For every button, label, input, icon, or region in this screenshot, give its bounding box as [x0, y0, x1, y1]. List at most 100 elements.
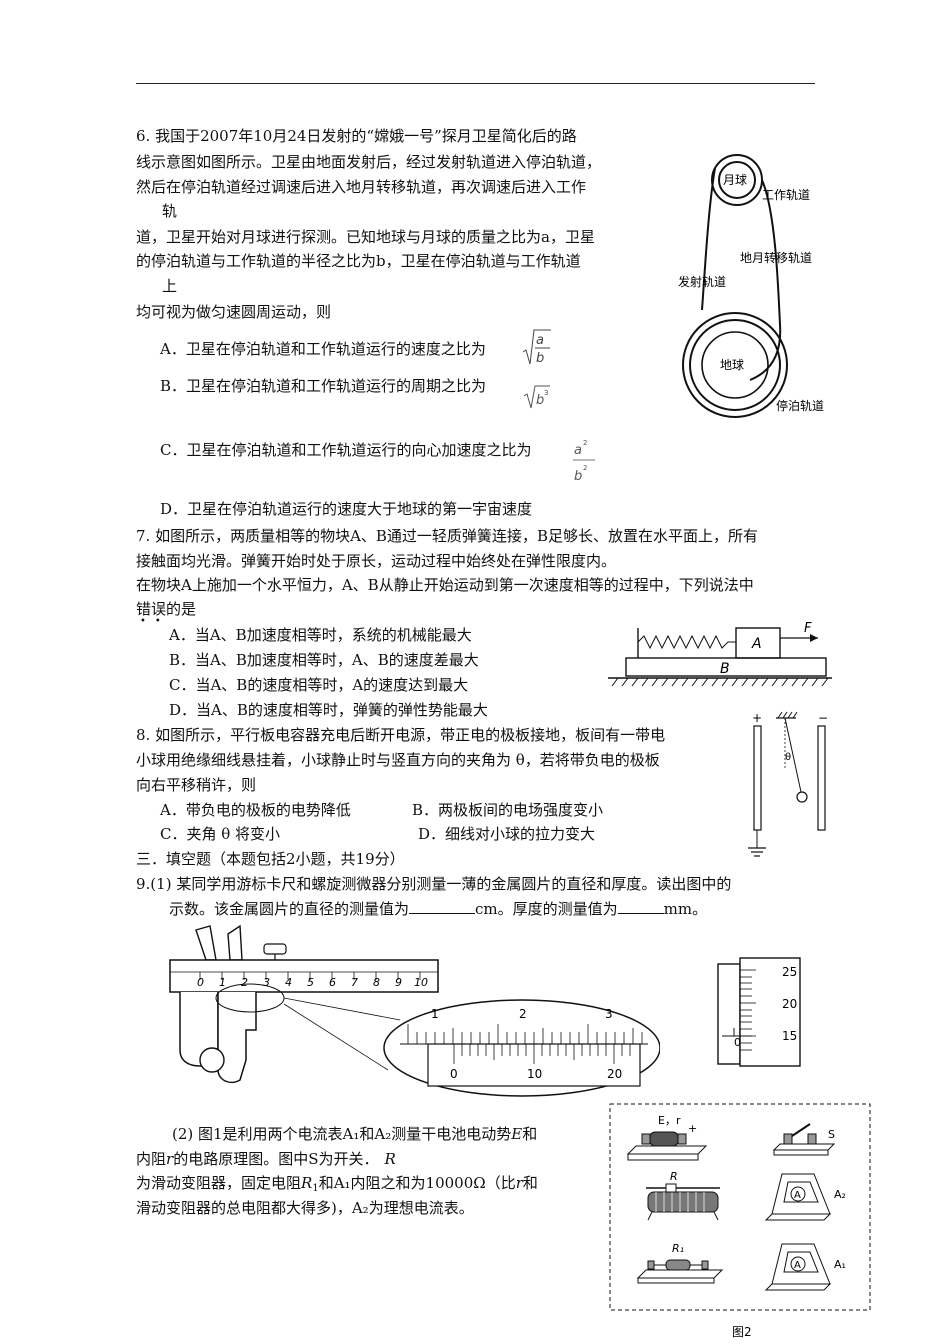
caliper-tick-label: 2	[241, 976, 248, 989]
p2-text: 内阻	[136, 1150, 167, 1168]
svg-text:2: 2	[583, 464, 587, 472]
q7-option-a: A．当A、B加速度相等时，系统的机械能最大	[169, 626, 472, 644]
vernier-caliper-diagram: 0 1 2 3 4 5 6 7 8 9 10 1	[169, 924, 660, 1097]
micrometer-tick: 15	[782, 1029, 797, 1043]
caliper-tick-label: 9	[395, 976, 402, 989]
zoom-main-tick: 1	[431, 1007, 439, 1021]
q9-text: 示数。该金属圆片的直径的测量值为	[169, 900, 410, 918]
zoom-vernier-tick: 0	[450, 1067, 458, 1081]
header-rule	[136, 83, 815, 84]
figure-2-caption: 图2	[732, 1325, 752, 1339]
q7-stem-line: 接触面均光滑。弹簧开始时处于原长，运动过程中始终处在弹性限度内。	[136, 552, 617, 570]
p2-symbol: E	[511, 1125, 523, 1143]
zoom-main-tick: 2	[519, 1007, 527, 1021]
caliper-tick-label: 5	[307, 976, 314, 989]
rheostat-label: R	[670, 1170, 678, 1183]
resistor-label: R₁	[672, 1242, 684, 1255]
section-3-heading: 三．填空题（本题包括2小题，共19分）	[136, 850, 405, 868]
sqrt-b-cubed-formula: b 3	[523, 385, 550, 409]
svg-text:2: 2	[583, 439, 587, 447]
q9-text: mm。	[663, 900, 708, 918]
q7-stem-line: 在物块A上施加一个水平恒力，A、B从静止开始运动到第一次速度相等的过程中，下列说…	[136, 576, 754, 594]
q6-stem-line: 均可视为做匀速圆周运动，则	[136, 303, 332, 321]
work-orbit-label: 工作轨道	[762, 188, 810, 202]
q6-stem-line: 的停泊轨道与工作轨道的半径之比为b，卫星在停泊轨道与工作轨道	[136, 252, 581, 270]
transfer-orbit-label: 地月转移轨道	[740, 250, 812, 265]
block-a-label: A	[751, 636, 762, 652]
q9-part2-line-4: 滑动变阻器的总电阻都大得多)，A₂为理想电流表。	[136, 1199, 474, 1217]
q7-stem-line: 7. 如图所示，两质量相等的物块A、B通过一轻质弹簧连接，B足够长、放置在水平面…	[136, 527, 758, 545]
zoom-vernier-tick: 10	[527, 1067, 542, 1081]
q9-line-1: 9.(1) 某同学用游标卡尺和螺旋测微器分别测量一薄的金属圆片的直径和厚度。读出…	[136, 875, 732, 893]
micrometer-tick: 20	[782, 997, 797, 1011]
q6-option-d: D．卫星在停泊轨道运行的速度大于地球的第一宇宙速度	[160, 500, 533, 518]
q9-text: cm。厚度的测量值为	[475, 900, 618, 918]
q7-option-b: B．当A、B加速度相等时，A、B的速度差最大	[169, 651, 479, 669]
p2-text: 的电路原理图。图中S为开关．	[173, 1150, 379, 1168]
launch-orbit-label: 发射轨道	[678, 274, 726, 289]
svg-text:a: a	[536, 333, 544, 348]
p2-symbol: R	[384, 1150, 396, 1168]
micrometer-tick: 25	[782, 965, 797, 979]
battery-label: E，r	[658, 1114, 681, 1127]
emphasis-dots: ••	[140, 616, 170, 627]
q9-part2-line-2: 内阻r的电路原理图。图中S为开关． R	[136, 1147, 396, 1171]
q6-stem-line: 然后在停泊轨道经过调速后进入地月转移轨道，再次调速后进入工作	[136, 178, 587, 196]
q8-stem-line: 8. 如图所示，平行板电容器充电后断开电源，带正电的极板接地，板间有一带电	[136, 726, 666, 744]
q9-line-2: 示数。该金属圆片的直径的测量值为 cm。厚度的测量值为 mm。	[169, 897, 707, 921]
plus-label: +	[752, 711, 762, 725]
option-text: B．卫星在停泊轨道和工作轨道运行的周期之比为	[160, 377, 487, 395]
sqrt-a-over-b-formula: a b	[522, 329, 551, 366]
ammeter2-label: A₂	[834, 1188, 846, 1201]
p2-text: 和	[522, 1174, 538, 1192]
caliper-tick-label: 7	[351, 976, 358, 989]
orbit-diagram: 月球 工作轨道 地月转移轨道 发射轨道 地球 停泊轨道	[678, 154, 824, 418]
diameter-answer-blank[interactable]	[409, 899, 476, 914]
moon-label: 月球	[723, 173, 747, 187]
zoom-vernier-tick: 20	[607, 1067, 622, 1081]
block-b-label: B	[720, 661, 730, 677]
option-text: A．卫星在停泊轨道和工作轨道运行的速度之比为	[160, 340, 486, 358]
zoom-main-tick: 3	[605, 1007, 613, 1021]
q7-option-d: D．当A、B的速度相等时，弹簧的弹性势能最大	[169, 701, 488, 719]
battery-plus: +	[688, 1122, 697, 1135]
q9-part2-line-1: (2) 图1是利用两个电流表A₁和A₂测量干电池电动势E和	[172, 1122, 537, 1146]
svg-text:3: 3	[544, 389, 548, 397]
q7-option-c: C．当A、B的速度相等时，A的速度达到最大	[169, 676, 469, 694]
thickness-answer-blank[interactable]	[617, 899, 664, 914]
ammeter2-face: A	[794, 1190, 801, 1201]
q8-stem-line: 小球用绝缘细线悬挂着，小球静止时与竖直方向的夹角为 θ，若将带负电的极板	[136, 751, 660, 769]
q6-stem-line: 6. 我国于2007年10月24日发射的“嫦娥一号”探月卫星简化后的路	[136, 127, 577, 145]
svg-text:b: b	[574, 469, 582, 484]
p2-symbol: r	[515, 1174, 523, 1192]
ammeter1-face: A	[794, 1260, 801, 1271]
parking-orbit-label: 停泊轨道	[776, 398, 824, 413]
svg-text:b: b	[536, 393, 544, 408]
q8-option-b: B．两极板间的电场强度变小	[412, 801, 604, 819]
svg-text:b: b	[536, 351, 544, 366]
q9-part2-line-3: 为滑动变阻器，固定电阻R1和A₁内阻之和为10000Ω（比r和	[136, 1174, 538, 1194]
q6-option-a: A．卫星在停泊轨道和工作轨道运行的速度之比为	[160, 337, 486, 361]
q6-stem-line: 轨	[162, 202, 178, 220]
micrometer-diagram: 25 20 15 0	[717, 957, 801, 1067]
theta-label: θ	[785, 752, 791, 763]
caliper-tick-label: 0	[197, 976, 204, 989]
force-label: F	[804, 621, 812, 636]
earth-label: 地球	[720, 358, 744, 372]
q6-option-b: B．卫星在停泊轨道和工作轨道运行的周期之比为	[160, 374, 486, 398]
spring-block-diagram: A B F	[608, 621, 832, 687]
q7-stem-line: 错误的是	[136, 600, 197, 618]
p2-text: (2) 图1是利用两个电流表A₁和A₂测量干电池电动势	[172, 1125, 512, 1143]
p2-symbol: r	[166, 1150, 174, 1168]
caliper-tick-label: 10	[414, 976, 428, 989]
p2-text: 和A₁内阻之和为10000Ω（比	[318, 1174, 516, 1192]
p2-text: 和	[522, 1125, 538, 1143]
q8-stem-line: 向右平移稍许，则	[136, 776, 257, 794]
minus-label: −	[818, 711, 828, 725]
caliper-tick-label: 4	[285, 976, 292, 989]
q6-stem-line: 线示意图如图所示。卫星由地面发射后，经过发射轨道进入停泊轨道，	[136, 153, 602, 171]
q8-option-d: D．细线对小球的拉力变大	[418, 825, 596, 843]
a2-over-b2-formula: a 2 b 2	[573, 439, 595, 484]
sleeve-zero: 0	[734, 1036, 741, 1049]
q8-option-a: A．带负电的极板的电势降低	[160, 801, 351, 819]
